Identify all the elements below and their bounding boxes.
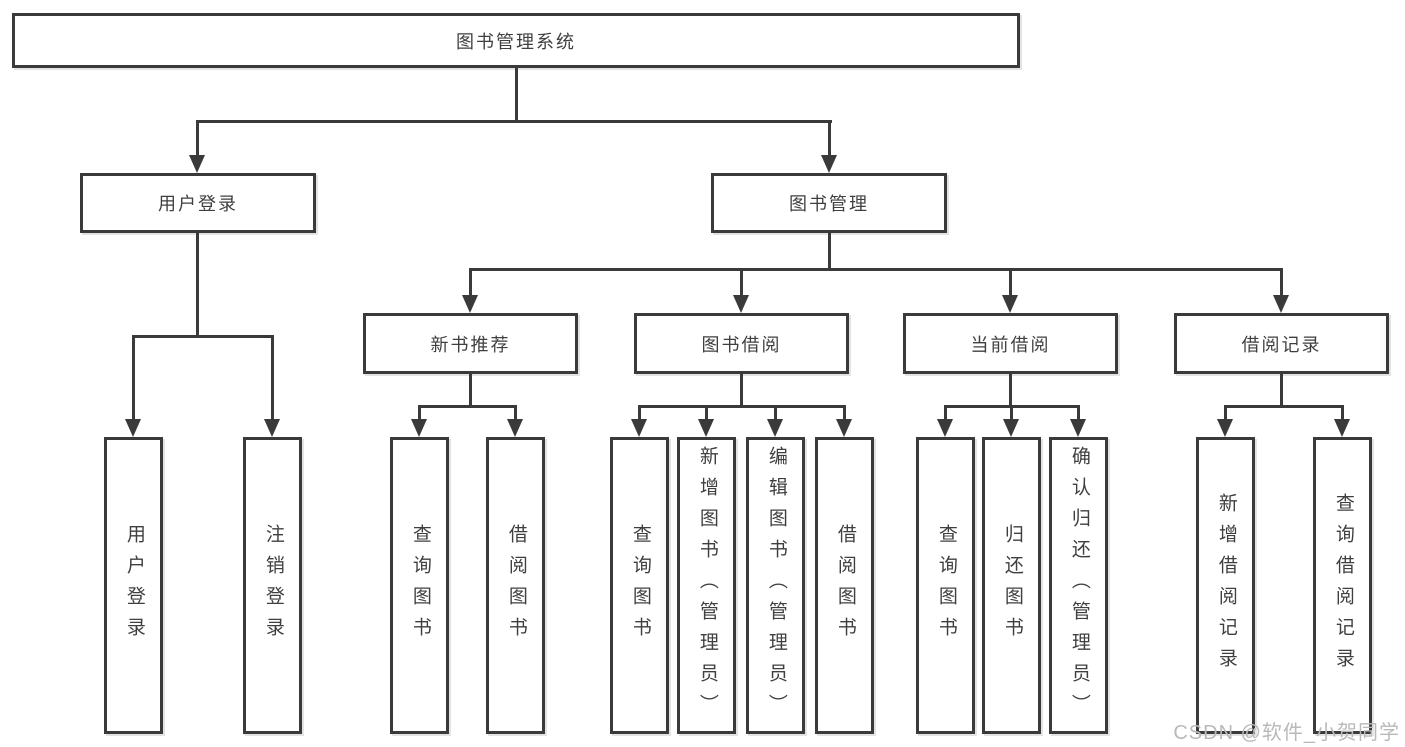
connector-bb-trunk	[740, 374, 743, 407]
connector-stem-book-borrow	[740, 271, 743, 295]
leaf-bb-query-books-label: 查询图书	[629, 523, 651, 648]
connector-stem-current-borrow	[1009, 271, 1012, 295]
connector-br-rail	[1224, 405, 1344, 408]
leaf-br-query-record-label: 查询借阅记录	[1332, 492, 1354, 679]
arrowhead-bb-edit	[767, 419, 783, 437]
arrowhead-bb-borrow	[836, 419, 852, 437]
arrowhead-cb-return	[1003, 419, 1019, 437]
arrowhead-br-query	[1334, 419, 1350, 437]
leaf-cb-return-books: 归还图书	[982, 437, 1041, 734]
connector-stem-nbr-query	[418, 408, 421, 419]
leaf-br-query-record: 查询借阅记录	[1313, 437, 1372, 734]
arrowhead-ul-login	[125, 419, 141, 437]
leaf-user-login-label: 用户登录	[123, 523, 145, 648]
arrowhead-br-add	[1217, 419, 1233, 437]
connector-stem-new-book-rec	[469, 271, 472, 295]
node-borrow-record-label: 借阅记录	[1241, 334, 1322, 355]
connector-ul-trunk	[196, 233, 199, 337]
node-root-label: 图书管理系统	[456, 31, 576, 52]
arrowhead-bb-query	[631, 419, 647, 437]
node-current-borrow: 当前借阅	[903, 313, 1118, 374]
arrowhead-current-borrow	[1002, 295, 1018, 313]
connector-stem-bb-add	[705, 408, 708, 419]
connector-ul-rail	[132, 335, 274, 338]
leaf-bb-edit-books-admin-label: 编辑图书（管理员）	[765, 446, 787, 725]
leaf-logout: 注销登录	[243, 437, 302, 734]
arrowhead-new-book-rec	[462, 295, 478, 313]
node-user-login-label: 用户登录	[158, 194, 238, 214]
node-root: 图书管理系统	[12, 13, 1020, 68]
leaf-cb-query-books: 查询图书	[916, 437, 975, 734]
connector-stem-ul-logout	[271, 338, 274, 419]
leaf-cb-query-books-label: 查询图书	[935, 523, 957, 648]
leaf-nbr-borrow-books-label: 借阅图书	[505, 523, 527, 648]
node-book-mgmt-label: 图书管理	[789, 194, 869, 214]
arrowhead-user-login	[189, 155, 205, 173]
node-new-book-rec-label: 新书推荐	[430, 334, 511, 355]
leaf-nbr-query-books: 查询图书	[390, 437, 449, 734]
connector-root-trunk	[515, 68, 518, 122]
connector-stem-ul-login	[132, 338, 135, 419]
connector-stem-bb-edit	[774, 408, 777, 419]
arrowhead-bb-add	[698, 419, 714, 437]
leaf-bb-add-books-admin: 新增图书（管理员）	[677, 437, 736, 734]
arrowhead-nbr-query	[411, 419, 427, 437]
connector-nbr-rail	[418, 405, 517, 408]
leaf-br-add-record: 新增借阅记录	[1196, 437, 1255, 734]
connector-stem-br-add	[1224, 408, 1227, 419]
connector-nbr-trunk	[469, 374, 472, 407]
arrowhead-ul-logout	[264, 419, 280, 437]
connector-bm-trunk	[828, 233, 831, 270]
connector-cb-trunk	[1009, 374, 1012, 407]
connector-stem-nbr-borrow	[514, 408, 517, 419]
connector-stem-bb-borrow	[843, 408, 846, 419]
leaf-bb-borrow-books-label: 借阅图书	[834, 523, 856, 648]
leaf-nbr-query-books-label: 查询图书	[409, 523, 431, 648]
connector-cb-rail	[944, 405, 1080, 408]
node-book-borrow: 图书借阅	[634, 313, 849, 374]
connector-stem-cb-query	[944, 408, 947, 419]
leaf-bb-edit-books-admin: 编辑图书（管理员）	[746, 437, 805, 734]
connector-bb-rail	[638, 405, 846, 408]
arrowhead-borrow-record	[1273, 295, 1289, 313]
connector-level3-rail	[469, 268, 1283, 271]
leaf-br-add-record-label: 新增借阅记录	[1215, 492, 1237, 679]
node-borrow-record: 借阅记录	[1174, 313, 1389, 374]
connector-stem-borrow-record	[1280, 271, 1283, 295]
leaf-logout-label: 注销登录	[262, 523, 284, 648]
leaf-cb-confirm-return-admin-label: 确认归还（管理员）	[1068, 446, 1090, 725]
leaf-user-login: 用户登录	[104, 437, 163, 734]
node-book-borrow-label: 图书借阅	[701, 334, 782, 355]
node-user-login-group: 用户登录	[80, 173, 316, 233]
connector-stem-cb-confirm	[1077, 408, 1080, 419]
connector-stem-user-login	[196, 123, 199, 155]
connector-stem-book-mgmt	[828, 123, 831, 155]
node-current-borrow-label: 当前借阅	[970, 334, 1051, 355]
node-new-book-rec: 新书推荐	[363, 313, 578, 374]
leaf-bb-query-books: 查询图书	[610, 437, 669, 734]
arrowhead-cb-query	[937, 419, 953, 437]
leaf-cb-confirm-return-admin: 确认归还（管理员）	[1049, 437, 1108, 734]
connector-stem-br-query	[1341, 408, 1344, 419]
csdn-watermark: CSDN @软件_小贺同学	[1173, 722, 1400, 744]
leaf-bb-borrow-books: 借阅图书	[815, 437, 874, 734]
arrowhead-book-mgmt	[821, 155, 837, 173]
connector-level2-rail	[196, 120, 832, 123]
connector-br-trunk	[1280, 374, 1283, 407]
leaf-bb-add-books-admin-label: 新增图书（管理员）	[696, 446, 718, 725]
leaf-cb-return-books-label: 归还图书	[1001, 523, 1023, 648]
arrowhead-nbr-borrow	[507, 419, 523, 437]
connector-stem-cb-return	[1010, 408, 1013, 419]
arrowhead-cb-confirm	[1070, 419, 1086, 437]
arrowhead-book-borrow	[733, 295, 749, 313]
leaf-nbr-borrow-books: 借阅图书	[486, 437, 545, 734]
node-book-mgmt: 图书管理	[711, 173, 947, 233]
connector-stem-bb-query	[638, 408, 641, 419]
